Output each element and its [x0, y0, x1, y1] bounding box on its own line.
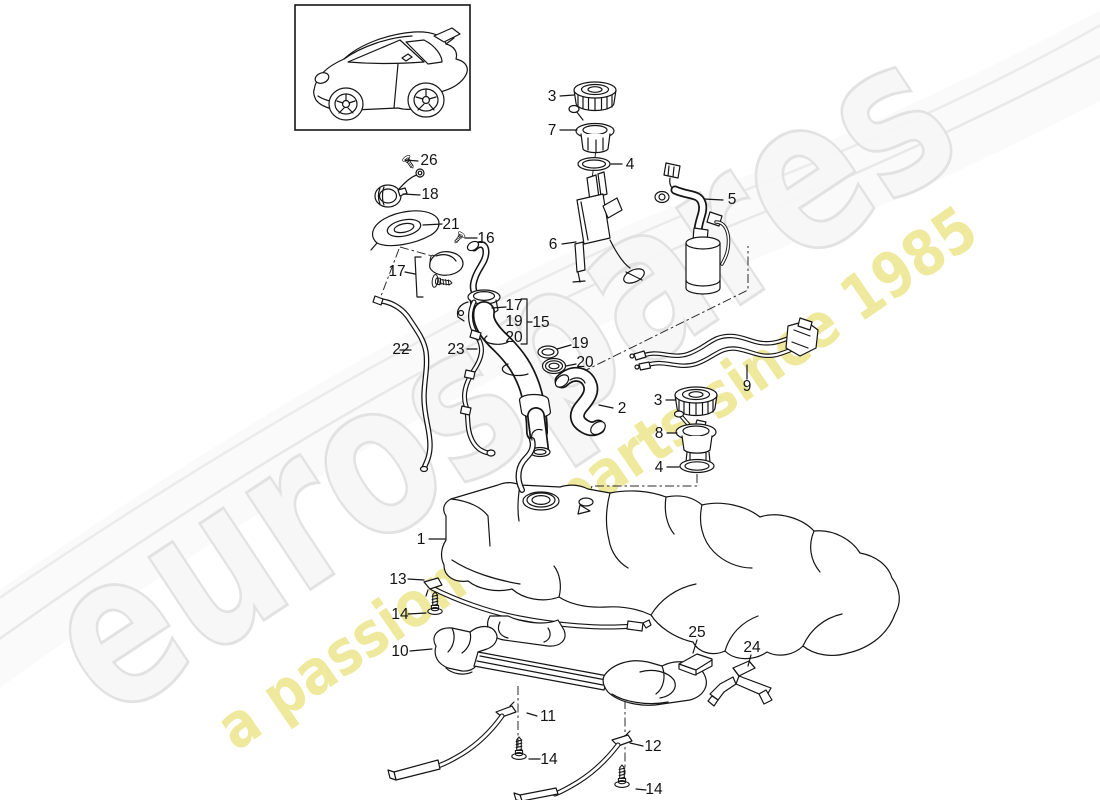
callout-16[interactable]: 16	[477, 230, 494, 247]
callout-26[interactable]: 26	[420, 152, 437, 169]
callout-11[interactable]: 11	[540, 708, 556, 725]
callout-19a[interactable]: 19	[505, 313, 522, 330]
fuel-cap-18-drawing	[374, 168, 425, 208]
callout-14b[interactable]: 14	[540, 751, 558, 768]
seal-19-drawing	[537, 345, 559, 359]
leader-lines	[399, 94, 752, 791]
strap-12-drawing	[513, 730, 633, 800]
callout-3a[interactable]: 3	[548, 88, 557, 105]
vehicle-thumbnail-box	[294, 4, 471, 131]
tank-strap-13-drawing	[423, 577, 652, 647]
callout-22[interactable]: 22	[392, 341, 409, 358]
level-sender-6-drawing	[572, 171, 645, 284]
sender-flange-7-drawing	[568, 104, 615, 154]
callout-12[interactable]: 12	[644, 738, 661, 755]
watermark-swoosh	[0, 10, 1100, 688]
seal-ring-4-drawing	[577, 157, 611, 172]
callout-18[interactable]: 18	[421, 186, 438, 203]
callout-9[interactable]: 9	[743, 378, 752, 395]
screw-14c-drawing	[614, 764, 630, 788]
callout-4a[interactable]: 4	[626, 156, 635, 173]
callout-25[interactable]: 25	[688, 624, 705, 641]
grommet-20-drawing	[541, 357, 567, 375]
callout-labels: 3 7 4 6 5 26 18 21 16 17 22 23 17 19 20 …	[388, 88, 761, 798]
callout-24[interactable]: 24	[743, 639, 761, 656]
callout-8[interactable]: 8	[655, 425, 664, 442]
breather-hose-22-drawing	[372, 295, 433, 473]
heat-shield-10-drawing	[433, 625, 707, 706]
bracket-24-drawing	[707, 660, 773, 707]
callout-10[interactable]: 10	[391, 643, 409, 660]
fuel-lines-9-drawing	[629, 317, 819, 371]
callout-17b[interactable]: 17	[505, 297, 522, 314]
callout-2[interactable]: 2	[618, 400, 627, 417]
pad-25-drawing	[678, 653, 713, 676]
callout-14c[interactable]: 14	[645, 781, 663, 798]
callout-20a[interactable]: 20	[505, 329, 523, 346]
locking-cap-3-drawing	[573, 81, 617, 112]
screw-14b-drawing	[511, 736, 527, 760]
filler-neck-15-drawing	[456, 240, 552, 458]
callout-20b[interactable]: 20	[576, 354, 594, 371]
callout-23[interactable]: 23	[447, 341, 464, 358]
callout-4b[interactable]: 4	[655, 459, 664, 476]
callout-19b[interactable]: 19	[571, 335, 588, 352]
fuel-tank-1-drawing	[440, 428, 900, 660]
bracket-screws-17-drawing	[429, 251, 464, 290]
callout-17a[interactable]: 17	[388, 263, 405, 280]
strap-11-drawing	[387, 701, 517, 781]
pump-flange-8-drawing	[673, 410, 717, 463]
callout-1[interactable]: 1	[417, 531, 426, 548]
callout-7[interactable]: 7	[548, 122, 557, 139]
callout-14a[interactable]: 14	[391, 606, 409, 623]
callout-5[interactable]: 5	[728, 191, 737, 208]
hose-2-drawing	[554, 366, 606, 437]
filler-flange-21-drawing	[370, 210, 440, 251]
callout-13[interactable]: 13	[389, 571, 406, 588]
fuel-pump-5-drawing	[654, 162, 731, 295]
callout-3b[interactable]: 3	[654, 392, 663, 409]
seal-ring-4b-drawing	[679, 458, 715, 474]
callout-6[interactable]: 6	[549, 236, 558, 253]
vent-pipe-23-drawing	[459, 299, 496, 457]
callout-15[interactable]: 15	[532, 314, 549, 331]
screw-26-drawing	[401, 153, 417, 171]
car-911-icon	[313, 27, 468, 121]
callout-21[interactable]: 21	[442, 216, 459, 233]
